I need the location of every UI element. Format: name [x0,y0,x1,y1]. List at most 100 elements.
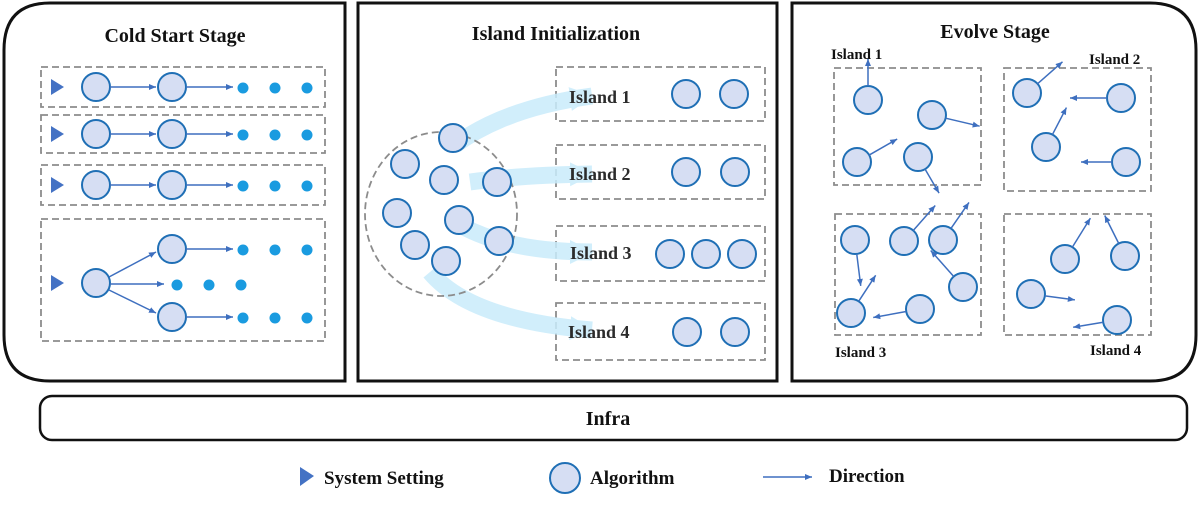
direction-arrow [858,274,877,302]
ellipsis-dot [301,82,313,94]
direction-arrow [868,138,898,156]
cold-start-row-1 [40,66,326,108]
init-island-label-2: Island 2 [569,164,631,184]
system-setting-triangle [51,126,64,142]
evolve-island-box-3 [834,213,982,336]
algorithm-node [81,170,111,200]
algorithm-node [1050,244,1080,274]
ellipsis-dot [237,312,249,324]
init-island-label-1: Island 1 [569,87,631,107]
algorithm-node [157,234,187,264]
legend-direction-label: Direction [829,466,905,487]
algorithm-node [438,123,468,153]
ellipsis-dot [269,312,281,324]
algorithm-node [917,100,947,130]
cold-start-row-2 [40,114,326,154]
direction-arrow [1071,217,1092,248]
direction-arrow [108,251,157,278]
direction-arrow [924,168,940,194]
direction-arrow [930,250,955,278]
algorithm-node [889,226,919,256]
algorithm-node [727,239,757,269]
ellipsis-dot [301,312,313,324]
algorithm-node [1110,241,1140,271]
direction-arrow [873,310,907,320]
algorithm-node [484,226,514,256]
ellipsis-dot [203,279,215,291]
algorithm-node [840,225,870,255]
direction-arrow [108,289,157,314]
system-setting-triangle [51,275,64,291]
algorithm-node [842,147,872,177]
evolve-island-label-4: Island 4 [1090,343,1142,359]
direction-arrow [1073,321,1104,330]
system-setting-triangle [51,79,64,95]
algorithm-node [444,205,474,235]
cold-start-row-4 [40,218,326,342]
ellipsis-dot [237,129,249,141]
algorithm-node [903,142,933,172]
init-island-box-4 [555,302,766,361]
algorithm-node [905,294,935,324]
cold-start-title: Cold Start Stage [104,25,245,47]
pool-nodes [382,123,514,276]
algorithm-node [390,149,420,179]
direction-arrow [1051,107,1068,135]
evolve-island-label-2: Island 2 [1089,52,1140,68]
system-setting-triangle [51,177,64,193]
direction-arrow [1104,215,1120,244]
evolve-island-box-4 [1003,213,1152,336]
init-island-label-3: Island 3 [570,243,632,263]
algorithm-node [1012,78,1042,108]
ellipsis-dot [235,279,247,291]
algorithm-node [81,119,111,149]
ellipsis-dot [237,180,249,192]
legend: System Setting Algorithm Direction [300,462,905,494]
evolve-border [790,1,1198,383]
infra-bar: Infra [38,394,1189,442]
direction-arrow [945,117,980,128]
algorithm-node [720,317,750,347]
ellipsis-dot [237,82,249,94]
algorithm-node [691,239,721,269]
algorithm-node [157,72,187,102]
flow-arrow [423,266,594,341]
algorithm-node [928,225,958,255]
algorithm-node [671,157,701,187]
algorithm-node [1031,132,1061,162]
legend-triangle-icon [300,467,314,486]
algorithm-node [1106,83,1136,113]
legend-system-setting-label: System Setting [324,468,444,489]
direction-arrow [950,202,970,229]
algorithm-node [431,246,461,276]
algorithm-node [948,272,978,302]
algorithm-node [671,79,701,109]
flow-arrow [468,162,594,191]
infra-box [38,394,1189,442]
direction-arrow [912,204,936,231]
algorithm-node [1102,305,1132,335]
ellipsis-dot [301,244,313,256]
algorithm-node [672,317,702,347]
algorithm-node [655,239,685,269]
direction-arrow [1044,295,1075,302]
island-init-border [356,1,779,383]
algorithm-node [853,85,883,115]
cold-start-row-3 [40,164,326,206]
ellipsis-dot [171,279,183,291]
algorithm-node [1111,147,1141,177]
algorithm-node [400,230,430,260]
island-init-title: Island Initialization [472,23,640,45]
evolve-algorithm-nodes [836,59,1141,335]
ellipsis-dot [269,129,281,141]
algorithm-node [482,167,512,197]
island-init-panel: Island Initialization Island 1 I [356,1,779,383]
init-island-label-4: Island 4 [568,322,630,342]
algorithm-node [836,298,866,328]
algorithm-node [1016,279,1046,309]
algorithm-node [81,268,111,298]
infra-label: Infra [586,408,630,430]
algorithm-node [719,79,749,109]
algorithm-node [157,302,187,332]
